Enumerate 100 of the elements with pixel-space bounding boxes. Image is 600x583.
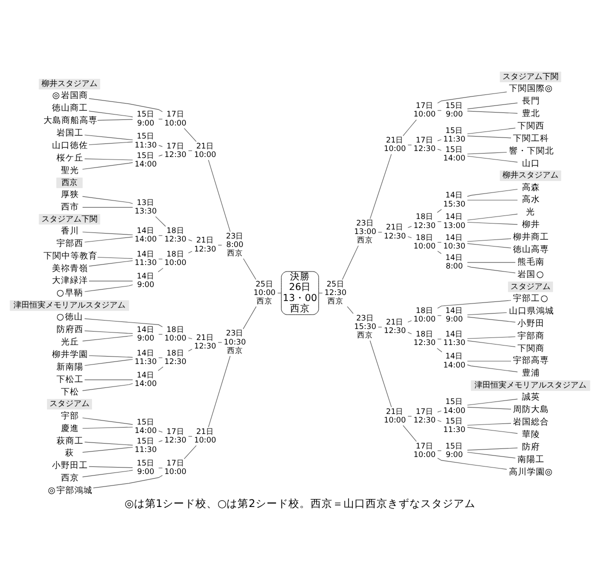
connector [242, 306, 256, 329]
connector [88, 466, 133, 468]
connector [467, 221, 518, 224]
node-label: ◎ [544, 466, 552, 477]
node-text: 大津緑洋 [52, 276, 88, 286]
node-text: 岩国総合 [513, 417, 550, 428]
connector [437, 420, 442, 422]
connector [378, 326, 382, 327]
node-text: 岩国 [518, 269, 536, 280]
connector [82, 469, 133, 477]
node-label: ○ [56, 288, 64, 298]
label: スタジアム下関 [502, 70, 559, 80]
node-text: 岩国商 [60, 90, 88, 101]
node-text: 宇部 [60, 410, 79, 421]
connector [408, 236, 412, 238]
connector [370, 153, 392, 219]
connector [437, 338, 442, 339]
connector [84, 158, 133, 160]
connector [437, 138, 442, 141]
connector [184, 444, 197, 459]
node-text: 西市 [60, 202, 79, 212]
node-text: 豊北 [522, 108, 540, 118]
connector [82, 426, 133, 428]
connector [467, 398, 518, 405]
node-text: 光 [526, 207, 536, 218]
connector [208, 159, 231, 232]
connector [318, 292, 323, 293]
node-label: ◎ [52, 90, 60, 101]
connector [188, 348, 192, 351]
node-text: 下関工科 [513, 133, 550, 144]
connector [158, 258, 163, 259]
node-text: 防府 [522, 442, 540, 452]
node-text: 下松 [60, 386, 79, 397]
label: スタジアム [510, 280, 551, 290]
connector [82, 162, 133, 170]
node-text: 高森 [522, 182, 540, 192]
node-text: 華陵 [522, 430, 540, 440]
node-text: 下関商 [518, 343, 545, 354]
connector [158, 366, 164, 370]
node-text: 誠英 [522, 392, 540, 402]
connector [408, 144, 412, 145]
node-text: 大島商船高専 [44, 116, 98, 126]
connector [158, 440, 163, 442]
label: 柳井スタジアム [41, 78, 98, 88]
node-text: 西京 [60, 473, 79, 484]
node-text: 下松工 [56, 374, 84, 384]
connector [97, 118, 133, 120]
node-text: 山口 [522, 158, 540, 168]
connector [467, 360, 512, 361]
connector [467, 155, 518, 162]
node-text: 山口徳佐 [52, 140, 88, 151]
connector [408, 320, 412, 322]
connector [82, 231, 133, 235]
connector [467, 242, 512, 248]
connector [88, 280, 133, 281]
node-text: 慶進 [60, 423, 79, 434]
connector [158, 430, 163, 432]
node-label: ○ [56, 312, 64, 322]
connector [467, 364, 518, 372]
node-text: 美祢青嶺 [52, 263, 88, 274]
connector [82, 382, 133, 390]
node-text: 厚狭 [60, 189, 79, 200]
connector [82, 196, 133, 204]
connector [218, 244, 222, 245]
connector [84, 379, 133, 380]
connector [188, 238, 192, 241]
connector [243, 258, 256, 280]
connector [467, 336, 516, 338]
connector [467, 127, 516, 134]
node-text: 徳山高専 [513, 244, 550, 255]
node-text: 柳井学園 [52, 350, 88, 360]
node-text: 下関中等教育 [44, 250, 98, 261]
connector [92, 474, 163, 488]
connector [467, 188, 518, 196]
node-text: 萩 [65, 448, 74, 458]
node-text: 南陽工 [518, 454, 545, 464]
connector [437, 457, 508, 470]
connector [82, 334, 133, 341]
connector [467, 151, 508, 154]
connector [436, 348, 442, 352]
node-text: 豊浦 [522, 368, 540, 378]
node-text: 徳山 [65, 312, 84, 322]
label: 津田恒実メモリアルスタジアム [474, 379, 587, 390]
node-text: 新南陽 [56, 362, 84, 372]
connector [184, 127, 197, 142]
connector [158, 234, 163, 236]
node-text: 宇部商 [518, 330, 545, 341]
connector [467, 102, 518, 109]
connector [158, 154, 163, 156]
node-text: 香川 [60, 226, 79, 236]
connector [158, 356, 163, 358]
connector [467, 447, 518, 450]
connector [347, 306, 354, 314]
node-text: 光丘 [60, 337, 79, 348]
node-label: ◎ [544, 84, 552, 94]
connector [158, 467, 163, 468]
connector [467, 213, 518, 220]
node-text: 山口県鴻城 [508, 306, 554, 316]
connector [467, 312, 508, 315]
connector [82, 206, 133, 208]
